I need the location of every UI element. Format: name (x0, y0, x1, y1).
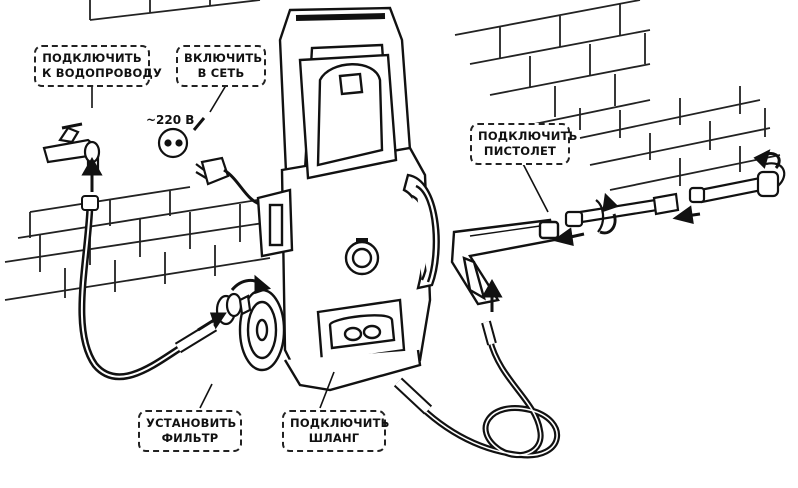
spray-gun-icon (450, 218, 560, 306)
callout-connect-gun-line1: ПОДКЛЮЧИТЬ (478, 129, 578, 143)
lance-icon (564, 192, 680, 233)
wall-socket-icon (157, 127, 189, 159)
callout-connect-water-line2: К ВОДОПРОВОДУ (42, 66, 163, 80)
callout-connect-gun: ПОДКЛЮЧИТЬ ПИСТОЛЕТ (470, 123, 578, 165)
callout-connect-hose: ПОДКЛЮЧИТЬ ШЛАНГ (282, 410, 390, 452)
callout-power-on-line1: ВКЛЮЧИТЬ (184, 51, 263, 65)
callout-install-filter: УСТАНОВИТЬ ФИЛЬТР (138, 410, 242, 452)
callout-connect-hose-line1: ПОДКЛЮЧИТЬ (290, 416, 390, 430)
callout-connect-water: ПОДКЛЮЧИТЬ К ВОДОПРОВОДУ (34, 45, 163, 87)
nozzle-icon (688, 162, 786, 204)
water-tap-icon (42, 122, 101, 174)
high-pressure-hose (393, 320, 560, 459)
callout-power-on-line2: В СЕТЬ (197, 66, 245, 80)
callout-power-on: ВКЛЮЧИТЬ В СЕТЬ (176, 45, 266, 87)
callout-leaders (91, 81, 549, 409)
callout-connect-water-line1: ПОДКЛЮЧИТЬ (42, 51, 142, 65)
callout-connect-hose-line2: ШЛАНГ (308, 431, 360, 445)
brick-wall-icon (4, 0, 781, 301)
voltage-label: ~220 В (146, 113, 195, 127)
power-plug-icon (195, 156, 263, 207)
arrow-icon (81, 117, 781, 332)
callout-install-filter-line2: ФИЛЬТР (161, 431, 219, 445)
callout-install-filter-line1: УСТАНОВИТЬ (146, 416, 237, 430)
callout-connect-gun-line2: ПИСТОЛЕТ (483, 144, 557, 158)
water-hose (78, 195, 225, 381)
filter-icon (215, 292, 252, 326)
pressure-washer (238, 6, 440, 392)
